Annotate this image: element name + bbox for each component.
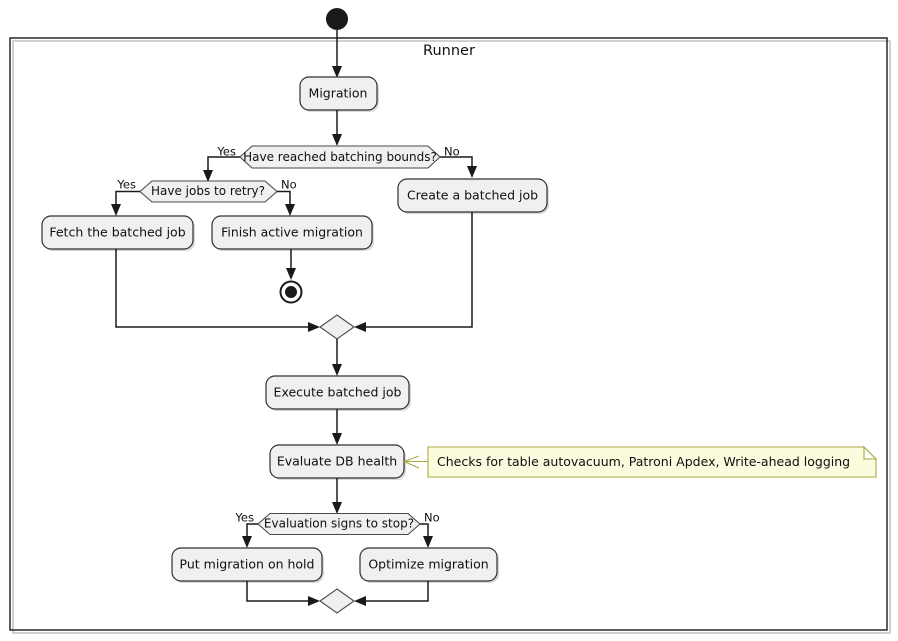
note-connector [403,455,428,469]
guard-evaluation-stop-no: No [424,511,440,525]
edge-put-on-hold-to-merge [246,581,320,606]
edge-jobs-to-retry-no [277,190,295,216]
action-put-migration-on-hold-label: Put migration on hold [180,557,315,572]
runner-partition-frame: Runner [9,37,891,634]
edge-migration-to-batching-bounds [332,110,342,146]
edge-jobs-to-retry-yes [111,190,140,216]
edge-evaluation-stop-yes [242,523,258,548]
action-migration[interactable]: Migration [299,76,379,112]
action-optimize-migration-label: Optimize migration [368,557,488,572]
final-node [279,280,303,304]
edge-batching-bounds-yes [203,156,240,182]
decision-evaluation-signs-to-stop-label: Evaluation signs to stop? [264,517,414,531]
guard-evaluation-stop-yes: Yes [234,511,254,525]
edge-merge-to-execute-batched-job [332,339,342,376]
edge-batching-bounds-no [440,156,477,178]
decision-evaluation-signs-to-stop[interactable]: Evaluation signs to stop? [257,512,421,536]
action-put-migration-on-hold[interactable]: Put migration on hold [171,547,324,583]
action-finish-active-migration-label: Finish active migration [221,225,363,240]
action-create-a-batched-job[interactable]: Create a batched job [397,178,549,214]
note-db-health-checks: Checks for table autovacuum, Patroni Apd… [427,445,878,478]
edge-finish-active-migration-to-final [286,249,296,280]
decision-have-jobs-to-retry[interactable]: Have jobs to retry? [139,180,278,203]
edge-evaluate-to-decision [332,478,342,514]
action-create-a-batched-job-label: Create a batched job [407,188,538,203]
runner-partition-title: Runner [423,43,475,59]
guard-jobs-to-retry-yes: Yes [116,178,136,192]
edge-start-to-migration [332,30,342,78]
action-execute-batched-job-label: Execute batched job [274,385,402,400]
initial-node [326,8,348,30]
action-migration-label: Migration [309,86,368,101]
edge-fetch-batched-job-to-merge [115,249,320,332]
action-optimize-migration[interactable]: Optimize migration [359,547,499,583]
merge-node-lower [319,588,355,614]
guard-batching-bounds-no: No [444,145,460,159]
decision-have-reached-batching-bounds[interactable]: Have reached batching bounds? [239,145,441,169]
action-evaluate-db-health[interactable]: Evaluate DB health [269,444,406,480]
action-evaluate-db-health-label: Evaluate DB health [277,454,397,469]
action-fetch-the-batched-job[interactable]: Fetch the batched job [41,215,195,251]
edge-create-batched-job-to-merge [354,212,473,332]
decision-have-jobs-to-retry-label: Have jobs to retry? [151,184,265,198]
guard-batching-bounds-yes: Yes [216,145,236,159]
guard-jobs-to-retry-no: No [281,178,297,192]
action-fetch-the-batched-job-label: Fetch the batched job [49,225,185,240]
edge-optimize-to-merge [354,581,429,606]
edge-evaluation-stop-no [420,523,433,548]
merge-node-upper [319,314,355,340]
action-execute-batched-job[interactable]: Execute batched job [265,375,411,411]
edge-execute-to-evaluate [332,409,342,445]
note-db-health-checks-text: Checks for table autovacuum, Patroni Apd… [437,454,850,469]
action-finish-active-migration[interactable]: Finish active migration [211,215,374,251]
decision-have-reached-batching-bounds-label: Have reached batching bounds? [243,150,437,164]
